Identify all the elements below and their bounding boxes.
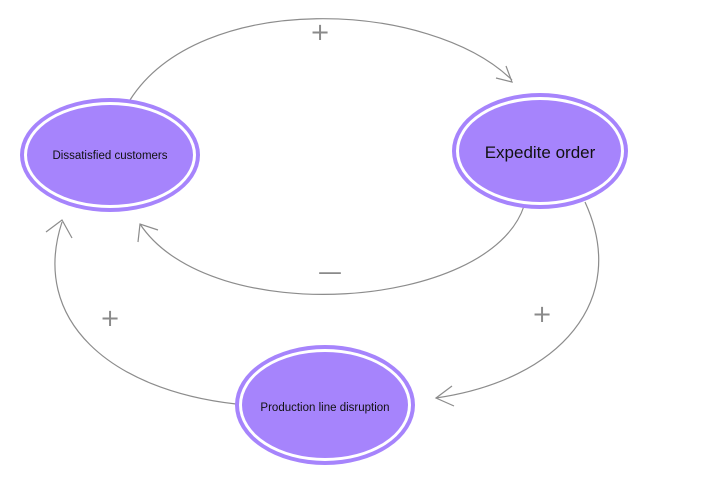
- link-curve: [129, 18, 513, 101]
- polarity-sign: +: [310, 18, 330, 46]
- link-expedite-to-disruption: +: [434, 201, 600, 407]
- arrowhead-icon: [45, 219, 73, 239]
- polarity-sign: —: [318, 258, 342, 286]
- link-disruption-to-dissatisfied: +: [45, 219, 237, 405]
- arrowhead-icon: [495, 65, 513, 83]
- link-dissatisfied-to-expedite: +: [129, 18, 513, 101]
- link-curve: [54, 221, 237, 405]
- polarity-sign: +: [100, 304, 120, 332]
- node-label: Expedite order: [485, 143, 596, 162]
- link-expedite-to-dissatisfied: —: [137, 205, 525, 295]
- node-dissatisfied-customers: Dissatisfied customers: [20, 98, 200, 212]
- arrowhead-icon: [137, 223, 159, 243]
- node-label: Production line disruption: [260, 402, 389, 414]
- node-expedite-order: Expedite order: [452, 93, 628, 209]
- node-fill: [242, 352, 408, 458]
- link-curve: [435, 201, 600, 399]
- polarity-sign: +: [532, 300, 552, 328]
- arrowhead-icon: [434, 385, 455, 407]
- node-production-line-disruption: Production line disruption: [235, 345, 415, 465]
- link-curve: [139, 205, 525, 295]
- node-label: Dissatisfied customers: [52, 150, 167, 162]
- node-fill: [27, 105, 193, 205]
- node-fill: [459, 100, 621, 202]
